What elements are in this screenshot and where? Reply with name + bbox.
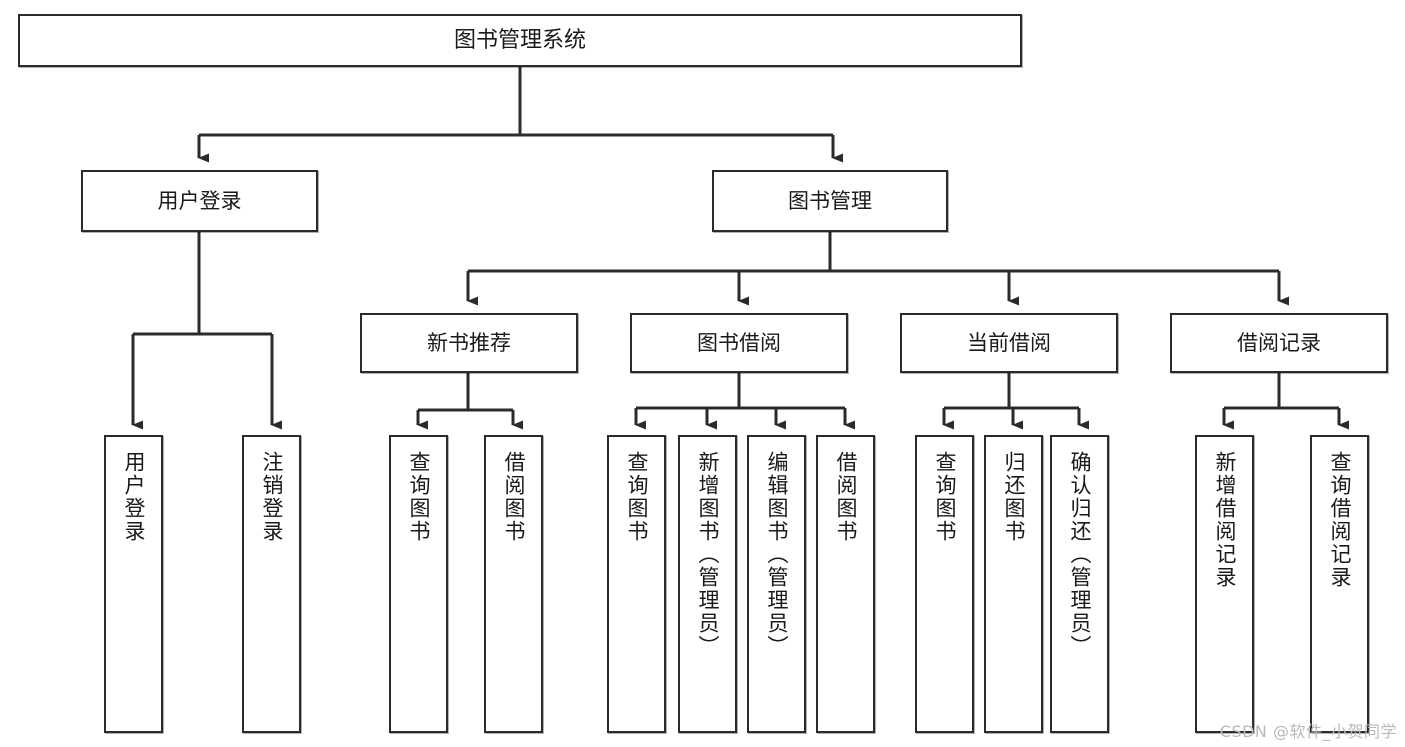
node-label: 新增图书（管理员） [696,451,721,658]
node-book-management[interactable]: 图书管理 [712,170,948,232]
node-label: 注销登录 [260,451,285,543]
node-borrow-records[interactable]: 借阅记录 [1170,313,1388,373]
node-root-book-management-system[interactable]: 图书管理系统 [18,14,1022,67]
leaf-add-book-admin[interactable]: 新增图书（管理员） [678,435,737,733]
node-label: 查询图书 [625,451,650,543]
node-label: 查询借阅记录 [1328,451,1353,589]
leaf-user-login[interactable]: 用户登录 [104,435,163,733]
leaf-return-book[interactable]: 归还图书 [984,435,1043,733]
node-label: 图书管理 [788,188,872,213]
node-label: 图书管理系统 [453,27,586,53]
node-label: 归还图书 [1002,451,1027,543]
leaf-edit-book-admin[interactable]: 编辑图书（管理员） [747,435,806,733]
node-label: 新书推荐 [427,330,511,355]
node-label: 当前借阅 [967,330,1051,355]
node-label: 新增借阅记录 [1213,451,1238,589]
leaf-query-book-recommend[interactable]: 查询图书 [389,435,448,733]
node-new-book-recommend[interactable]: 新书推荐 [360,313,578,373]
node-label: 查询图书 [407,451,432,543]
node-label: 编辑图书（管理员） [765,451,790,658]
leaf-query-borrow-record[interactable]: 查询借阅记录 [1310,435,1369,733]
leaf-logout[interactable]: 注销登录 [242,435,301,733]
node-label: 借阅图书 [834,451,859,543]
node-label: 图书借阅 [697,330,781,355]
leaf-query-book-borrow[interactable]: 查询图书 [607,435,666,733]
node-label: 用户登录 [157,188,242,213]
node-label: 借阅记录 [1237,330,1321,355]
leaf-borrow-book-recommend[interactable]: 借阅图书 [484,435,543,733]
leaf-confirm-return-admin[interactable]: 确认归还（管理员） [1050,435,1109,733]
node-user-login[interactable]: 用户登录 [81,170,318,232]
leaf-add-borrow-record[interactable]: 新增借阅记录 [1195,435,1254,733]
node-label: 查询图书 [933,451,958,543]
leaf-borrow-book[interactable]: 借阅图书 [816,435,875,733]
node-label: 确认归还（管理员） [1068,451,1093,658]
node-current-borrow[interactable]: 当前借阅 [900,313,1118,373]
node-label: 借阅图书 [502,451,527,543]
leaf-query-book-current[interactable]: 查询图书 [915,435,974,733]
csdn-watermark: CSDN @软件_小贺同学 [1219,722,1397,741]
node-book-borrow[interactable]: 图书借阅 [630,313,848,373]
node-label: 用户登录 [122,451,147,543]
